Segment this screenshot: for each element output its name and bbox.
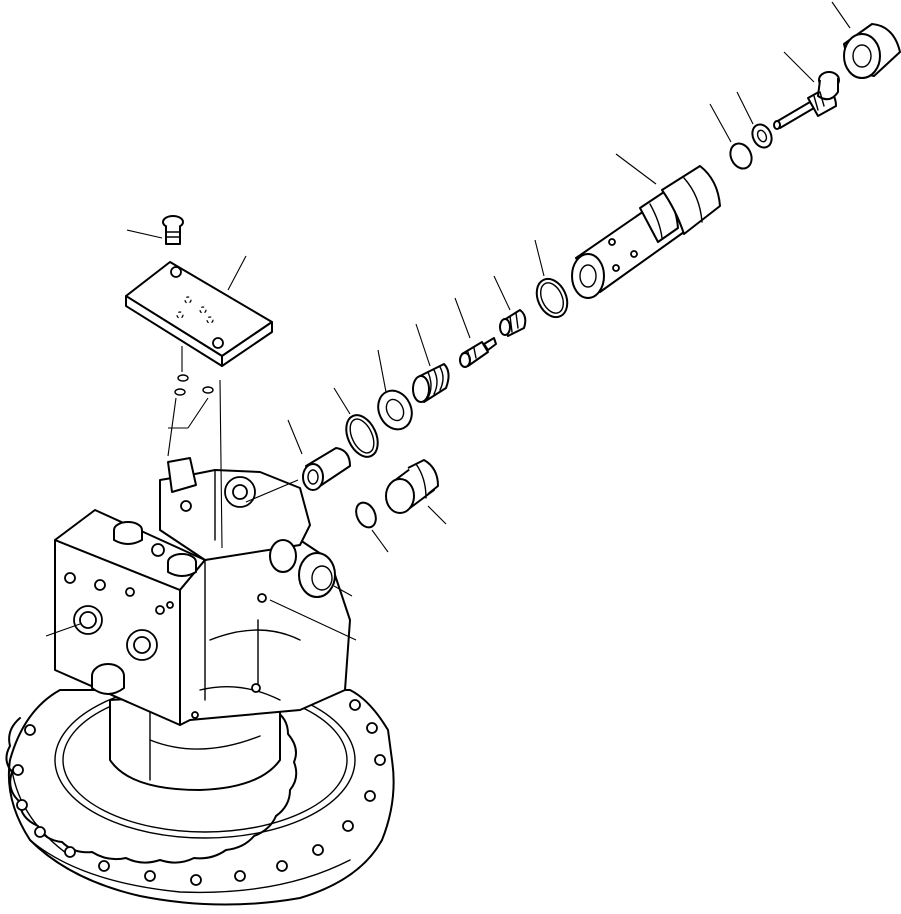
- poppet: [493, 275, 527, 337]
- ring-gear-housing: [5, 681, 395, 906]
- body-leaders: [45, 585, 357, 641]
- nut: [831, 1, 901, 79]
- sleeve: [245, 419, 351, 503]
- cover-bolt: [126, 215, 184, 245]
- piston: [454, 297, 497, 368]
- o-ring-small: [709, 103, 753, 170]
- plug: [385, 459, 447, 525]
- spring: [412, 323, 450, 403]
- cover-plate: [125, 255, 273, 549]
- o-ring-medium: [534, 239, 569, 319]
- plug-o-ring: [355, 501, 389, 553]
- valve-body: [571, 153, 721, 299]
- adjusting-screw: [773, 51, 840, 130]
- o-ring: [333, 387, 379, 458]
- rim-bolt-holes: [12, 699, 386, 886]
- swing-motor-assembly: [54, 457, 351, 791]
- backup-ring-small: [736, 91, 773, 149]
- backup-ring: [377, 349, 413, 431]
